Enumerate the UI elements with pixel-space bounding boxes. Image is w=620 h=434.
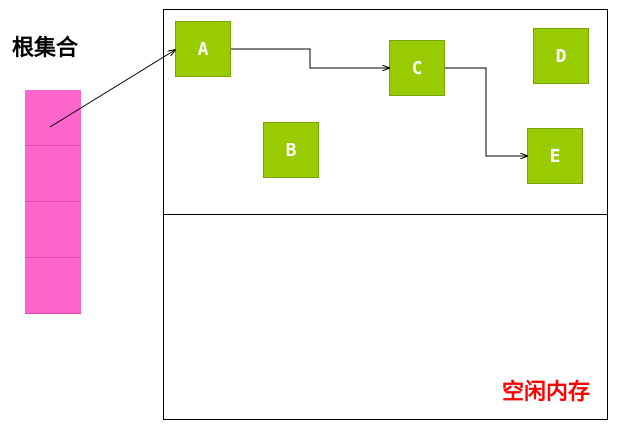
- object-node-d: D: [533, 28, 589, 84]
- root-set-cell: [25, 90, 81, 146]
- root-set-stack: [25, 90, 81, 314]
- root-set-cell: [25, 258, 81, 314]
- object-node-a: A: [175, 21, 231, 77]
- root-set-cell: [25, 202, 81, 258]
- free-memory-label: 空闲内存: [501, 380, 590, 405]
- edge-root-to-a: [49, 50, 175, 128]
- edge-a-to-c: [231, 48, 389, 68]
- root-set-cell: [25, 146, 81, 202]
- object-node-b: B: [263, 122, 319, 178]
- edge-c-to-e: [445, 67, 527, 156]
- root-set-title: 根集合: [12, 36, 79, 61]
- heap-divider: [163, 214, 608, 215]
- object-node-c: C: [389, 40, 445, 96]
